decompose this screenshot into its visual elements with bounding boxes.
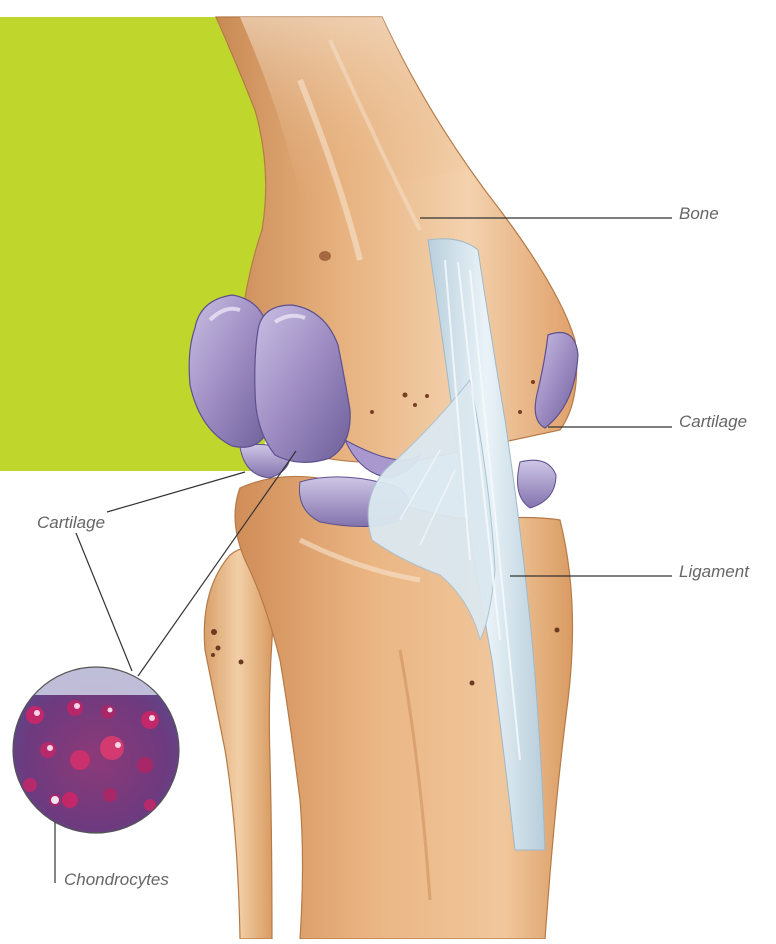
chondrocytes-magnified-view xyxy=(10,665,190,833)
leader-line-zoom-a xyxy=(76,533,132,671)
label-chondrocytes: Chondrocytes xyxy=(64,871,169,888)
fibula-bone xyxy=(204,549,272,939)
leader-line-cartilage-left xyxy=(107,472,245,512)
label-bone: Bone xyxy=(679,205,719,222)
label-ligament: Ligament xyxy=(679,563,749,580)
label-cartilage-left: Cartilage xyxy=(37,514,105,531)
label-cartilage-right: Cartilage xyxy=(679,413,747,430)
